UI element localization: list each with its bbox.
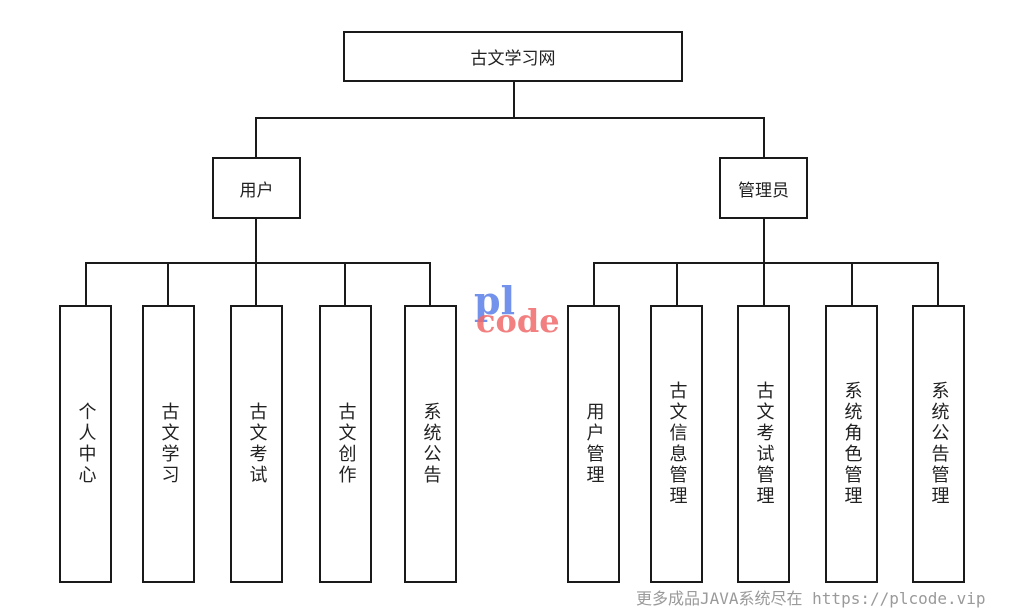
leaf-node-admin-2: 古文信息管理: [650, 305, 703, 583]
connector: [763, 262, 765, 305]
connector: [937, 262, 939, 305]
connector: [255, 117, 765, 119]
root-label: 古文学习网: [470, 49, 556, 69]
leaf-label: 古文考试: [246, 402, 268, 486]
leaf-node-admin-3: 古文考试管理: [737, 305, 790, 583]
leaf-label: 古文学习: [158, 402, 180, 486]
connector: [676, 262, 678, 305]
leaf-node-user-3: 古文考试: [230, 305, 283, 583]
connector: [255, 117, 257, 157]
leaf-node-user-5: 系统公告: [404, 305, 457, 583]
connector: [255, 262, 257, 305]
leaf-node-admin-1: 用户管理: [567, 305, 620, 583]
watermark-logo: pl code: [474, 282, 570, 342]
connector: [763, 117, 765, 157]
leaf-node-user-2: 古文学习: [142, 305, 195, 583]
branch-label-user: 用户: [239, 180, 274, 201]
connector: [593, 262, 939, 264]
branch-node-user: 用户: [212, 157, 301, 219]
leaf-label: 系统公告: [420, 402, 442, 486]
root-node: 古文学习网: [343, 31, 683, 82]
connector: [851, 262, 853, 305]
leaf-label: 古文创作: [335, 402, 357, 486]
watermark-logo-bottom: code: [476, 302, 560, 340]
connector: [85, 262, 431, 264]
leaf-label: 个人中心: [75, 402, 97, 486]
watermark-text: 更多成品JAVA系统尽在 https://plcode.vip: [636, 589, 986, 608]
branch-label-admin: 管理员: [738, 180, 789, 201]
leaf-label: 系统角色管理: [841, 381, 863, 507]
connector: [513, 82, 515, 119]
connector: [85, 262, 87, 305]
leaf-node-user-4: 古文创作: [319, 305, 372, 583]
leaf-node-user-1: 个人中心: [59, 305, 112, 583]
leaf-label: 古文信息管理: [666, 381, 688, 507]
connector: [255, 219, 257, 263]
connector: [763, 219, 765, 263]
branch-node-admin: 管理员: [719, 157, 808, 219]
leaf-node-admin-4: 系统角色管理: [825, 305, 878, 583]
connector: [593, 262, 595, 305]
leaf-label: 系统公告管理: [928, 381, 950, 507]
connector: [429, 262, 431, 305]
connector: [344, 262, 346, 305]
connector: [167, 262, 169, 305]
leaf-label: 用户管理: [583, 402, 605, 486]
watermark-logo-top: pl: [474, 278, 516, 323]
leaf-node-admin-5: 系统公告管理: [912, 305, 965, 583]
leaf-label: 古文考试管理: [753, 381, 775, 507]
